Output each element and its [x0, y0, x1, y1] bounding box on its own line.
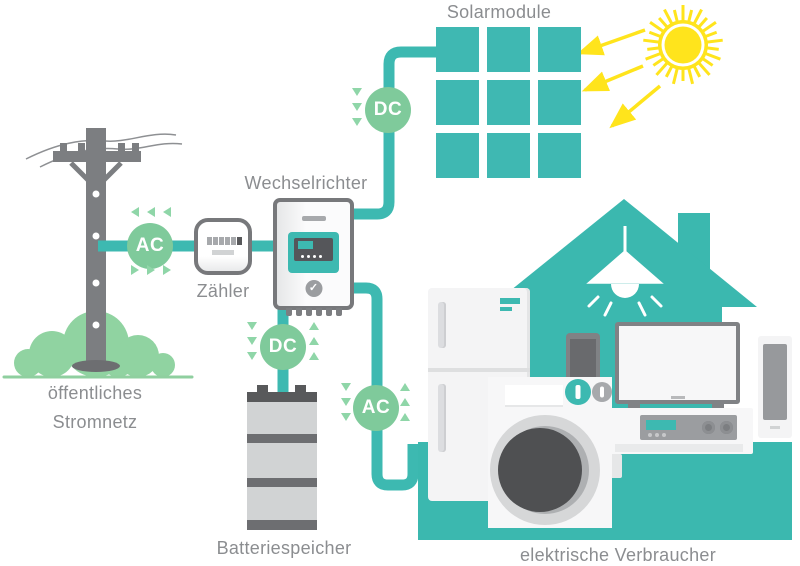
speaker-icon [758, 336, 792, 438]
solar-panel-cell [538, 80, 581, 125]
pipe-solar-to-inverter [350, 46, 437, 220]
label-public-grid-line2: Stromnetz [52, 412, 138, 432]
grid-flow-arrows-out [131, 207, 171, 217]
solar-flow-arrows-down [352, 88, 362, 126]
electricity-meter-icon [194, 218, 252, 275]
battery-dc-badge: DC [260, 324, 306, 370]
solar-dc-badge: DC [365, 87, 411, 133]
fridge-label-tag [500, 307, 512, 311]
label-meter: Zähler [196, 281, 250, 301]
label-battery-storage: Batteriespeicher [216, 538, 352, 558]
battery-storage-icon [247, 385, 317, 530]
battery-terminal [295, 385, 306, 392]
fridge-handle [438, 302, 446, 348]
fridge-handle [438, 384, 446, 452]
label-electric-consumers: elektrische Verbraucher [520, 545, 716, 565]
media-console-icon [605, 408, 753, 454]
solar-panel-cell [538, 133, 581, 178]
solar-panel-cell [436, 80, 479, 125]
inverter-panel [288, 232, 339, 273]
pendant-lamp-icon [586, 226, 664, 317]
meter-digits [207, 237, 242, 245]
receiver-display [646, 420, 676, 430]
washer-knob [565, 379, 591, 405]
label-solar-modules: Solarmodule [446, 2, 552, 22]
grid-flow-arrows-in [131, 265, 171, 275]
washer-knob [592, 382, 612, 402]
solar-panel-cell [487, 80, 530, 125]
solar-panel-cell [487, 27, 530, 72]
solar-panel-grid [436, 27, 581, 178]
inverter-logo-icon: ✓ [305, 280, 322, 297]
solar-panel-cell [487, 133, 530, 178]
battery-flow-arrows-up [309, 322, 319, 360]
grid-ac-badge: AC [127, 223, 173, 269]
solar-panel-cell [436, 27, 479, 72]
console-drawer [615, 444, 743, 452]
house-flow-arrows-up [400, 383, 410, 421]
sunlight-arrows [576, 28, 662, 129]
label-inverter: Wechselrichter [244, 173, 368, 193]
solar-panel-cell [436, 133, 479, 178]
battery-terminal [257, 385, 268, 392]
receiver-icon [640, 415, 737, 440]
battery-flow-arrows-down [247, 322, 257, 360]
tv-brand [670, 396, 685, 399]
washing-machine-icon [488, 377, 612, 528]
receiver-knob [720, 421, 733, 434]
inverter-connectors [285, 308, 342, 316]
tv-leg [628, 400, 640, 409]
tv-icon [615, 322, 740, 404]
house-ac-badge: AC [353, 385, 399, 431]
bush-icon [14, 311, 175, 377]
inverter-icon: ✓ [273, 198, 354, 316]
meter-bar [212, 250, 234, 255]
inverter-screen [298, 241, 313, 249]
sun-rays [643, 5, 723, 85]
pipe-inverter-to-house [348, 282, 419, 491]
inverter-buttons [301, 255, 322, 258]
label-public-grid-line1: öffentliches [47, 383, 143, 403]
solar-panel-cell [538, 27, 581, 72]
sun-icon [643, 5, 723, 85]
inverter-vent-slot [301, 216, 326, 221]
inverter-display [294, 238, 333, 261]
speaker-front-panel [763, 344, 787, 420]
receiver-knob [702, 421, 715, 434]
washer-detergent-drawer [505, 385, 563, 407]
house-flow-arrows-down [341, 383, 351, 421]
washer-drum [498, 428, 582, 512]
tv-leg [712, 400, 724, 409]
fridge-label-tag [500, 298, 520, 304]
power-pole-mast [72, 128, 120, 372]
